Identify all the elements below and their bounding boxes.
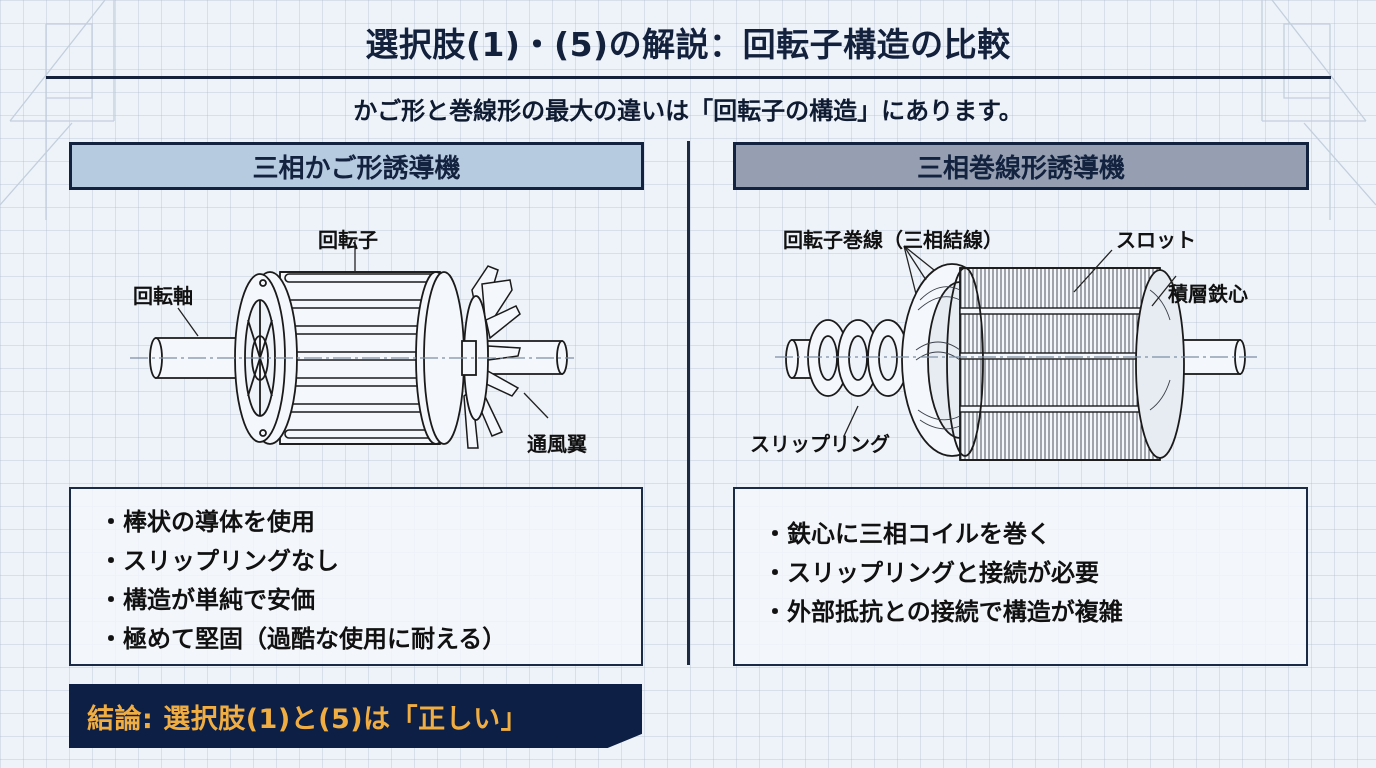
squirrel-cage-rotor-diagram: 回転子 回転軸 通風翼 (100, 210, 620, 470)
list-item: 構造が単純で安価 (99, 581, 641, 620)
wound-rotor-diagram: 回転子巻線（三相結線） スロット 積層鉄心 スリップリング (720, 210, 1300, 470)
wound-rotor-header: 三相巻線形誘導機 (733, 142, 1309, 190)
list-item: スリップリングと接続が必要 (763, 554, 1306, 593)
label-rotor: 回転子 (318, 228, 378, 252)
squirrel-cage-rotor-illustration (130, 240, 574, 449)
page-title: 選択肢(1)・(5)の解説：回転子構造の比較 (365, 25, 1011, 64)
label-shaft: 回転軸 (133, 284, 193, 308)
list-item: 鉄心に三相コイルを巻く (763, 515, 1306, 554)
list-item: スリップリングなし (99, 542, 641, 581)
squirrel-cage-header: 三相かご形誘導機 (69, 142, 644, 190)
conclusion-banner: 結論: 選択肢(1)と(5)は「正しい」 (69, 684, 642, 748)
label-rotor-winding: 回転子巻線（三相結線） (783, 228, 1003, 252)
wound-rotor-illustration (775, 245, 1258, 461)
wound-rotor-features: 鉄心に三相コイルを巻く スリップリングと接続が必要 外部抵抗との接続で構造が複雑 (733, 487, 1308, 666)
subtitle: かご形と巻線形の最大の違いは「回転子の構造」にあります。 (353, 97, 1023, 125)
list-item: 外部抵抗との接続で構造が複雑 (763, 593, 1306, 632)
squirrel-cage-features: 棒状の導体を使用 スリップリングなし 構造が単純で安価 極めて堅固（過酷な使用に… (69, 487, 643, 666)
label-slot: スロット (1116, 228, 1196, 252)
list-item: 棒状の導体を使用 (99, 503, 641, 542)
label-fan: 通風翼 (527, 432, 587, 456)
label-laminated-core: 積層鉄心 (1168, 282, 1248, 306)
label-slip-ring: スリップリング (750, 432, 890, 456)
list-item: 極めて堅固（過酷な使用に耐える） (99, 620, 641, 659)
title-underline (46, 76, 1331, 79)
column-divider (687, 141, 690, 665)
